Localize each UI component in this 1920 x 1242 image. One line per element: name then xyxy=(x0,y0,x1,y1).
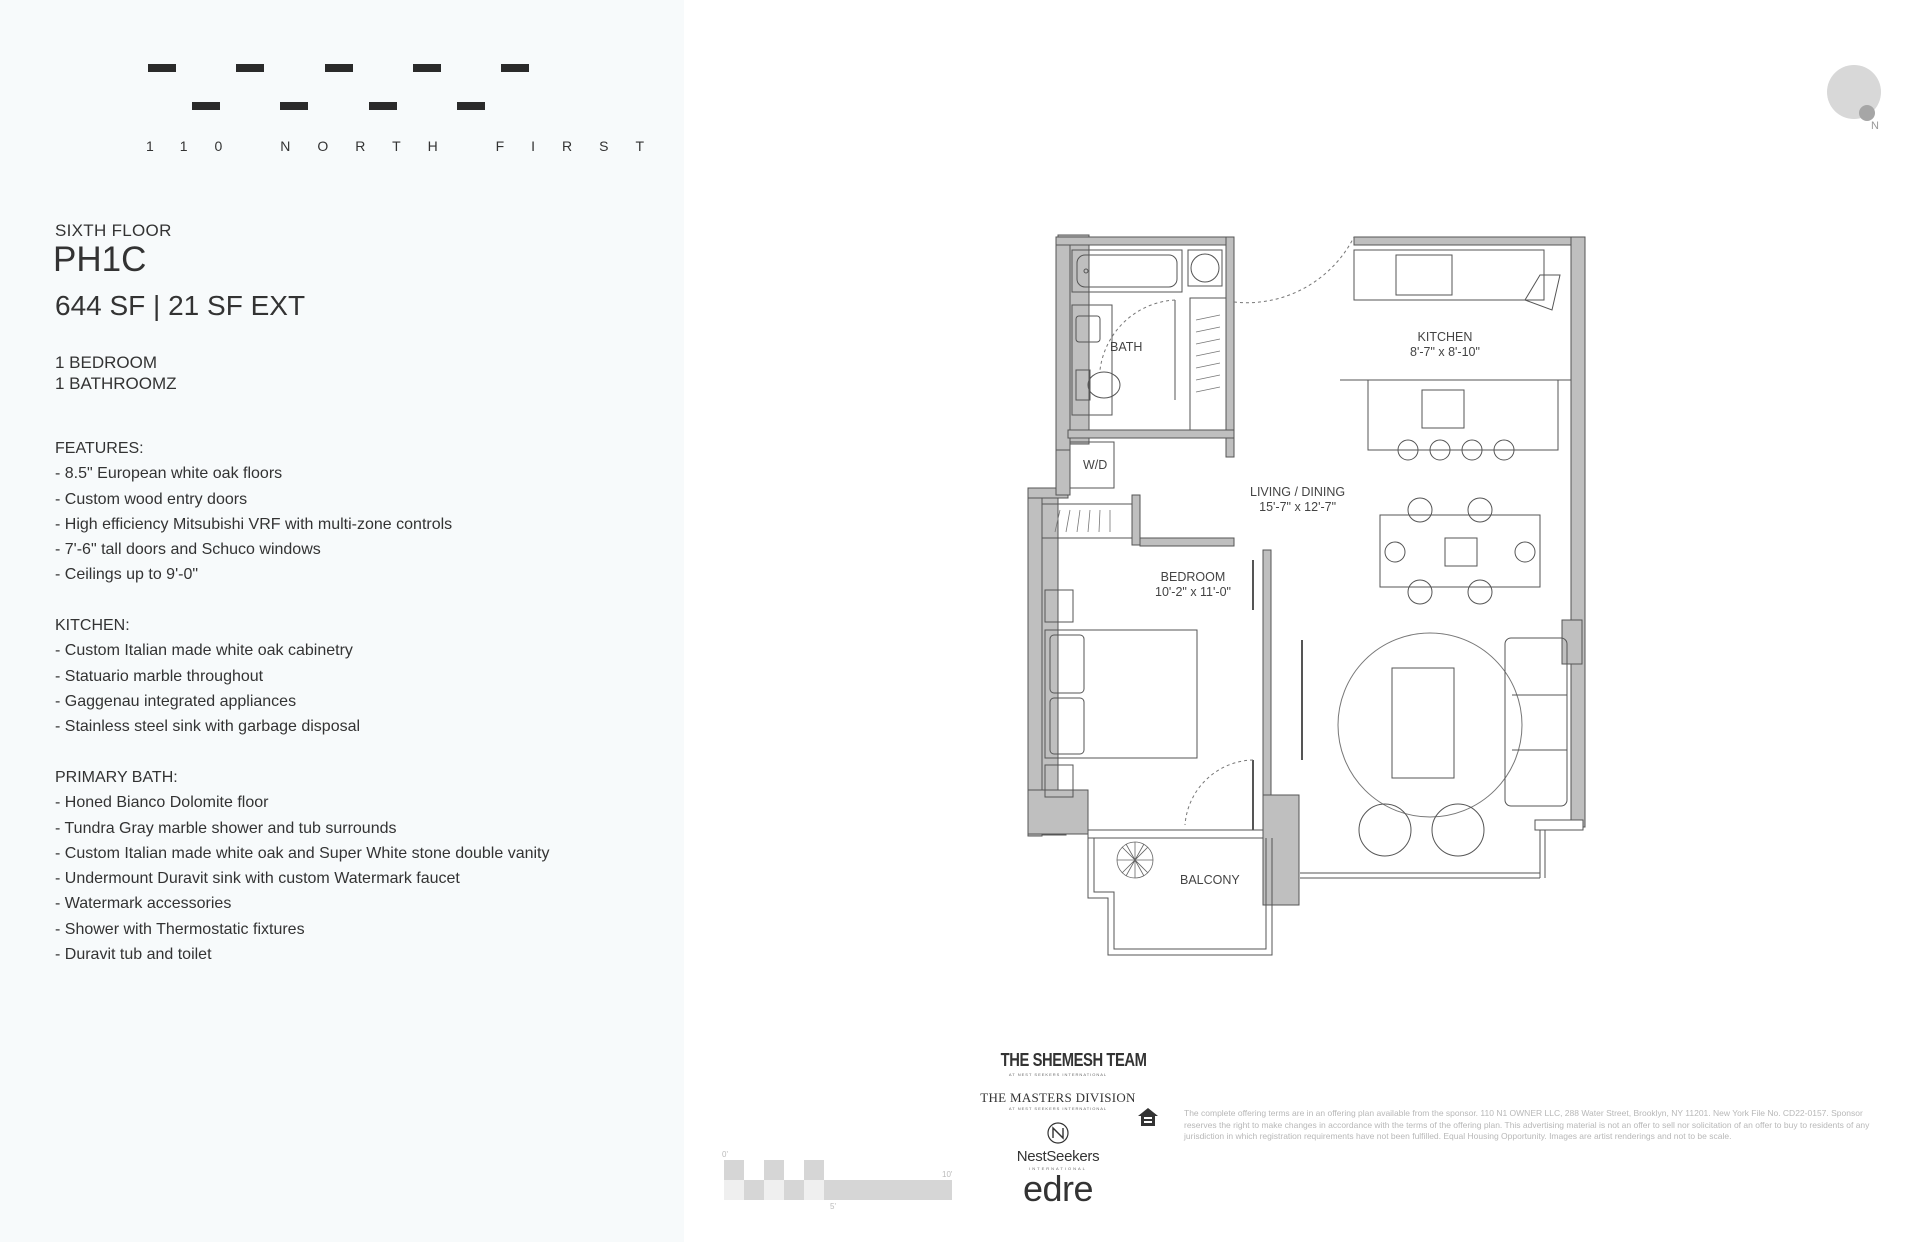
living-label: LIVING / DINING 15'-7" x 12'-7" xyxy=(1250,485,1345,515)
kitchen-heading: KITCHEN: xyxy=(55,617,130,634)
scale-end: 10' xyxy=(942,1170,953,1179)
unit-size: 644 SF | 21 SF EXT xyxy=(55,290,306,321)
kitchen-label: KITCHEN 8'-7" x 8'-10" xyxy=(1410,330,1480,360)
bath-item: - Custom Italian made white oak and Supe… xyxy=(55,844,550,862)
feature-item: - High efficiency Mitsubishi VRF with mu… xyxy=(55,515,453,533)
scale-bar: 0' 10' 5' xyxy=(718,1148,958,1211)
bath-heading: PRIMARY BATH: xyxy=(55,769,178,786)
building-logo xyxy=(140,60,540,160)
living-dims: 15'-7" x 12'-7" xyxy=(1259,500,1337,514)
floor-plan: BATH W/D KITCHEN 8'-7" x 8'-10" LIVING /… xyxy=(1000,220,1600,980)
feature-item: - 8.5" European white oak floors xyxy=(55,465,283,483)
feature-item: - 7'-6" tall doors and Schuco windows xyxy=(55,541,321,559)
features-section: FEATURES: - 8.5" European white oak floo… xyxy=(55,436,452,588)
legal-disclaimer: The complete offering terms are in an of… xyxy=(1184,1108,1870,1141)
bedroom-label: BEDROOM 10'-2" x 11'-0" xyxy=(1155,570,1231,600)
kitchen-name: KITCHEN xyxy=(1417,330,1473,344)
nestseekers-logo: NestSeekers xyxy=(1016,1148,1100,1165)
kitchen-item: - Custom Italian made white oak cabinetr… xyxy=(55,642,353,660)
bath-label: BATH xyxy=(1110,340,1143,354)
compass-label: N xyxy=(1871,120,1879,132)
balcony-label: BALCONY xyxy=(1180,873,1240,887)
bath-item: - Tundra Gray marble shower and tub surr… xyxy=(55,819,397,837)
bedroom-dims: 10'-2" x 11'-0" xyxy=(1155,585,1231,599)
bath-item: - Watermark accessories xyxy=(55,895,232,913)
wd-label: W/D xyxy=(1083,458,1108,472)
unit-floor: SIXTH FLOOR xyxy=(55,221,172,240)
bath-section: PRIMARY BATH: - Honed Bianco Dolomite fl… xyxy=(55,765,550,967)
nestseekers-logo-sub: INTERNATIONAL xyxy=(1029,1166,1087,1171)
shemesh-logo: THE SHEMESH TEAM xyxy=(1000,1050,1147,1070)
scale-start: 0' xyxy=(722,1150,728,1159)
bath-item: - Shower with Thermostatic fixtures xyxy=(55,920,305,938)
shemesh-logo-sub: AT NEST SEEKERS INTERNATIONAL xyxy=(1008,1072,1108,1077)
kitchen-item: - Gaggenau integrated appliances xyxy=(55,692,297,710)
equal-housing-icon xyxy=(1138,1108,1158,1126)
features-heading: FEATURES: xyxy=(55,440,144,457)
feature-item: - Custom wood entry doors xyxy=(55,490,248,508)
info-panel xyxy=(0,0,684,1242)
kitchen-section: KITCHEN: - Custom Italian made white oak… xyxy=(55,613,360,739)
edre-logo: edre xyxy=(1022,1168,1094,1209)
kitchen-item: - Statuario marble throughout xyxy=(55,667,264,685)
feature-item: - Ceilings up to 9'-0" xyxy=(55,566,199,584)
unit-name: PH1C xyxy=(53,240,147,279)
living-name: LIVING / DINING xyxy=(1250,485,1346,499)
bath-item: - Duravit tub and toilet xyxy=(55,946,212,964)
unit-bathrooms: 1 BATHROOMZ xyxy=(55,374,177,393)
kitchen-item: - Stainless steel sink with garbage disp… xyxy=(55,718,361,736)
building-name: 110 NORTH FIRST xyxy=(146,138,672,154)
masters-logo: THE MASTERS DIVISION xyxy=(980,1090,1136,1105)
scale-mid: 5' xyxy=(830,1202,836,1211)
bath-item: - Honed Bianco Dolomite floor xyxy=(55,794,269,812)
bedroom-name: BEDROOM xyxy=(1160,570,1226,584)
floor-plan-drawing xyxy=(1027,234,1586,956)
unit-rooms: 1 BEDROOM 1 BATHROOMZ xyxy=(55,352,177,394)
north-compass: N xyxy=(1826,64,1882,136)
scale-bar-graphic xyxy=(724,1160,952,1200)
unit-bedrooms: 1 BEDROOM xyxy=(55,353,158,372)
nestseekers-mark-icon xyxy=(1047,1122,1069,1144)
compass-icon xyxy=(1827,65,1881,121)
bath-item: - Undermount Duravit sink with custom Wa… xyxy=(55,870,460,888)
masters-logo-sub: AT NEST SEEKERS INTERNATIONAL xyxy=(1008,1106,1108,1111)
kitchen-dims: 8'-7" x 8'-10" xyxy=(1410,345,1480,359)
